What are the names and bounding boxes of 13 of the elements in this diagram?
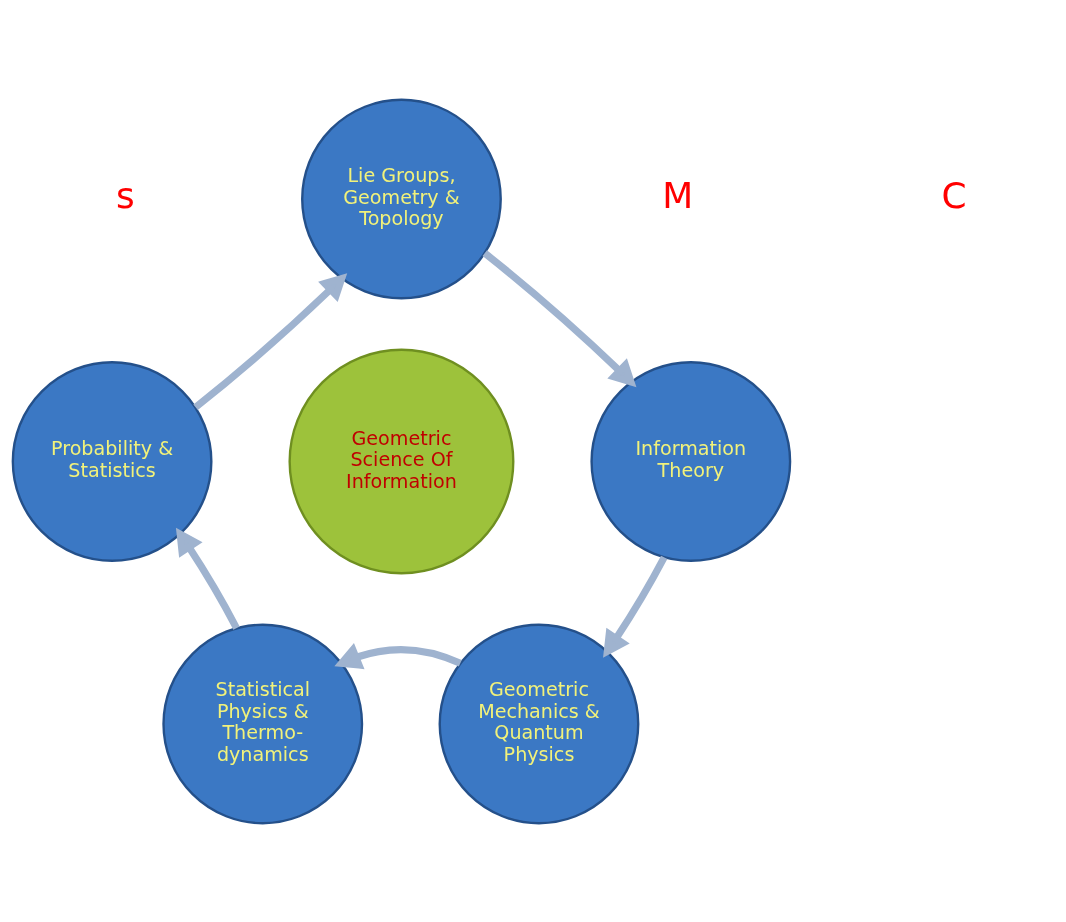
node-circle: Geometric Science Of Information: [288, 348, 515, 574]
node-circle: Probability & Statistics: [11, 360, 213, 562]
arrow: [603, 555, 668, 658]
label: C: [941, 174, 967, 216]
label: M: [662, 174, 694, 216]
arrow: [334, 642, 462, 669]
arrow: [482, 249, 637, 387]
arrow: [193, 272, 348, 410]
arrow: [175, 527, 240, 630]
node-circle: Lie Groups, Geometry & Topology: [301, 98, 502, 299]
node-circle: Information Theory: [590, 360, 792, 562]
label: s: [115, 174, 135, 216]
node-circle: Geometric Mechanics & Quantum Physics: [438, 623, 640, 824]
